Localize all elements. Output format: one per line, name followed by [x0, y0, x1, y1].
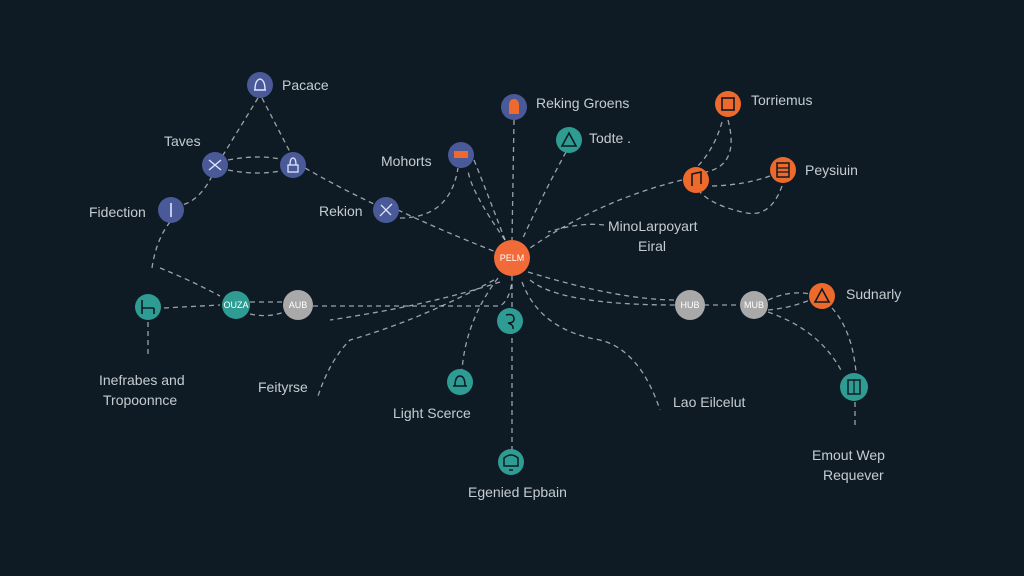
triangle-icon — [560, 131, 578, 147]
node-teal-mid[interactable] — [497, 308, 523, 334]
node-teal-left[interactable] — [135, 294, 161, 320]
lock-icon — [287, 157, 299, 173]
monitor-icon — [503, 454, 519, 471]
edge-torriemus-music — [705, 119, 732, 173]
edge-taves-pair-top — [227, 156, 286, 161]
bed-icon — [721, 97, 735, 111]
edge-fidection-down — [151, 221, 171, 269]
node-todte[interactable] — [556, 127, 582, 153]
lamp-icon — [453, 375, 467, 387]
node-pacace[interactable] — [247, 72, 273, 98]
label-fidection: Fidection — [89, 204, 146, 220]
edge-center-light — [461, 277, 499, 371]
labels: Pacace Taves Fidection Mohorts Rekion Re… — [89, 77, 901, 500]
edge-mub-sudnarly2 — [767, 299, 811, 311]
label-rekion: Rekion — [319, 203, 363, 219]
edge-mino-arrow — [547, 223, 605, 233]
node-hub-right[interactable]: HUB — [675, 290, 705, 320]
node-torriemus[interactable] — [715, 91, 741, 117]
label-sudnarly: Sudnarly — [846, 286, 901, 302]
edge-taves-fidection — [181, 175, 213, 206]
edge-center-lao — [521, 281, 661, 411]
node-emout[interactable] — [840, 373, 868, 401]
edge-taves-pair-bottom — [227, 169, 286, 174]
label-mino-line1: MinoLarpoyart — [608, 218, 698, 234]
label-feityrse: Feityrse — [258, 379, 308, 395]
edge-torriemus-loop — [695, 121, 723, 169]
label-torriemus: Torriemus — [751, 92, 812, 108]
triangle-icon — [813, 287, 831, 303]
node-peysiuin[interactable] — [770, 157, 796, 183]
node-reking[interactable] — [501, 94, 527, 120]
node-music[interactable] — [683, 167, 709, 193]
edge-pacace-taves-left — [219, 97, 259, 161]
label-lao-eilcelut: Lao Eilcelut — [673, 394, 745, 410]
edge-center-hub — [529, 279, 677, 306]
label-todte: Todte . — [589, 130, 631, 146]
label-inefrabes-line1: Inefrabes and — [99, 372, 185, 388]
node-sudnarly[interactable] — [809, 283, 835, 309]
dome-icon — [254, 78, 266, 91]
edges — [147, 97, 857, 450]
node-light[interactable] — [447, 369, 473, 395]
label-mohorts: Mohorts — [381, 153, 432, 169]
node-taves-right[interactable] — [280, 152, 306, 178]
node-ouz[interactable]: OUZA — [222, 291, 250, 319]
label-emout-line1: Emout Wep — [812, 447, 885, 463]
label-light-scerce: Light Scerce — [393, 405, 471, 421]
edge-music-peysiuin — [711, 175, 771, 187]
edge-sudnarly-emout — [831, 307, 857, 373]
edge-peysiuin-loop — [699, 185, 783, 215]
hub-node-label: HUB — [680, 300, 699, 310]
mub-node-label: MUB — [744, 300, 764, 310]
ouz-node-label: OUZA — [223, 300, 248, 310]
edge-reking-center — [511, 119, 515, 241]
scissors-icon — [208, 159, 222, 171]
edge-ouz-aub-bottom — [249, 311, 285, 317]
edge-center-reking-curve — [467, 169, 506, 241]
label-pacace: Pacace — [282, 77, 329, 93]
node-aub[interactable]: AUB — [283, 290, 313, 320]
edge-mub-emout — [767, 311, 843, 373]
node-mohorts[interactable] — [448, 142, 474, 168]
edge-center-feityrse2 — [329, 281, 501, 321]
label-mino-line2: Eiral — [638, 238, 666, 254]
node-taves-left[interactable] — [202, 152, 228, 178]
center-node-label: PELM — [500, 253, 525, 263]
edge-center-hub2 — [527, 271, 677, 301]
label-taves: Taves — [164, 133, 201, 149]
node-rekion[interactable] — [373, 197, 399, 223]
lock-icon — [509, 99, 519, 114]
edge-teal-left-ouz — [163, 304, 221, 309]
edge-mub-sudnarly — [767, 292, 811, 301]
server-icon — [847, 379, 861, 395]
chair-icon — [141, 300, 155, 314]
label-inefrabes-line2: Tropoonnce — [103, 392, 177, 408]
edge-rekion-mohorts — [399, 167, 459, 219]
edge-center-feityrse — [317, 279, 495, 397]
nodes: PELM OUZA AUB — [135, 72, 868, 475]
edge-taves-rekion — [304, 167, 375, 205]
edge-music-center — [529, 179, 683, 249]
tool-icon — [379, 203, 393, 217]
music-note-icon — [691, 171, 702, 186]
label-peysiuin: Peysiuin — [805, 162, 858, 178]
edge-rekion-center — [397, 209, 497, 253]
node-center[interactable]: PELM — [494, 240, 530, 276]
label-reking-groens: Reking Groens — [536, 95, 629, 111]
node-egenied[interactable] — [498, 449, 524, 475]
bed-icon — [454, 151, 468, 158]
edge-pacace-taves-right — [261, 97, 291, 153]
node-mub[interactable]: MUB — [740, 291, 768, 319]
edge-todte-center — [521, 151, 567, 241]
label-emout-line2: Requever — [823, 467, 884, 483]
swirl-icon — [505, 313, 515, 330]
node-fidection[interactable] — [158, 197, 184, 223]
server-icon — [776, 162, 790, 178]
label-egenied-epbain: Egenied Epbain — [468, 484, 567, 500]
aub-node-label: AUB — [289, 300, 308, 310]
